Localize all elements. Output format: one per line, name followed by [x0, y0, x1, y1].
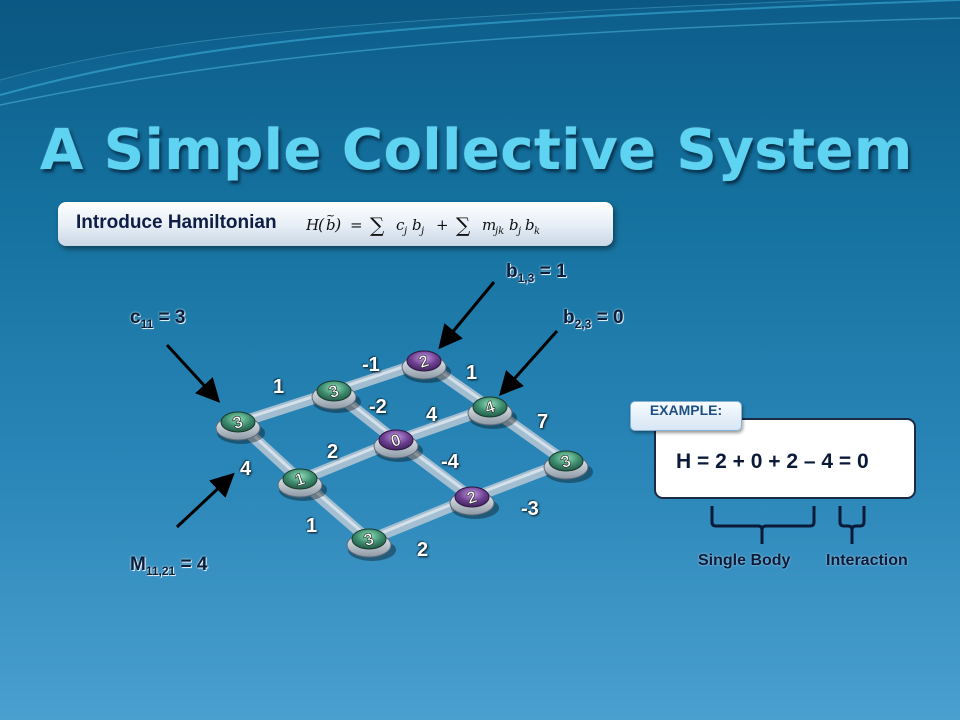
hamiltonian-formula: H ( b ~ ) = ∑ c j b j + ∑ m jk b j b k	[306, 209, 540, 237]
edge-weight-r2c3-r3c3: 7	[537, 411, 549, 433]
hamiltonian-label: Introduce Hamiltonian	[76, 212, 277, 233]
node-r1c1: 3	[215, 411, 265, 444]
arrow-c11	[165, 343, 221, 403]
edge-weight-r1c1-r2c1: 4	[240, 458, 252, 480]
annotation-c11: c11 = 3	[130, 307, 186, 331]
svg-text:j: j	[402, 226, 407, 237]
annotation-m1121: M11,21 = 4	[130, 554, 208, 578]
svg-text:): )	[334, 215, 341, 234]
annotation-b13: b1,3 = 1	[506, 261, 567, 285]
arrow-b23	[499, 330, 559, 396]
svg-text:~: ~	[326, 209, 335, 222]
wave-decoration	[0, 0, 960, 106]
svg-text:∑: ∑	[370, 213, 385, 237]
arrow-m1121	[175, 472, 235, 529]
slide-title: A Simple Collective System	[40, 118, 913, 183]
svg-text:j: j	[516, 226, 521, 237]
svg-text:(: (	[318, 215, 325, 234]
hamiltonian-box: Introduce Hamiltonian H ( b ~ ) = ∑ c j …	[58, 202, 613, 246]
svg-text:=: =	[350, 216, 363, 234]
edge-weight-r2c1-r2c2: 2	[327, 441, 339, 463]
svg-text:c: c	[396, 216, 405, 234]
svg-text:b: b	[525, 216, 535, 234]
node-r1c3: 2	[401, 350, 451, 383]
interaction-label: Interaction	[826, 552, 908, 569]
single-body-label: Single Body	[698, 552, 791, 569]
node-r3c1: 3	[346, 528, 396, 561]
edge-weight-r1c2-r2c2: -2	[369, 396, 387, 418]
edge-weight-r3c2-r3c3: -3	[521, 498, 539, 520]
svg-text:k: k	[534, 226, 540, 237]
edge-weight-r2c1-r3c1: 1	[306, 515, 318, 537]
example-equation: H = 2 + 0 + 2 – 4 = 0	[676, 450, 869, 473]
arrow-b13	[438, 281, 496, 350]
node-r3c2: 2	[449, 486, 499, 519]
edge-weight-r2c2-r3c2: -4	[441, 451, 459, 473]
edge-weight-r3c1-r3c2: 2	[417, 539, 429, 561]
edge-weight-r2c2-r2c3: 4	[426, 404, 438, 426]
svg-text:+: +	[436, 216, 449, 234]
svg-text:j: j	[419, 226, 424, 237]
svg-text:jk: jk	[493, 226, 504, 237]
node-r2c3: 4	[467, 396, 517, 429]
edge-weight-r1c3-r2c3: 1	[466, 362, 478, 384]
node-r2c1: 1	[277, 468, 327, 501]
edge-weight-r1c2-r1c3: -1	[362, 354, 380, 376]
svg-text:H: H	[306, 216, 320, 234]
example-tag: EXAMPLE:	[630, 401, 742, 431]
svg-text:b: b	[509, 216, 519, 234]
annotation-b23: b2,3 = 0	[563, 307, 624, 331]
node-r3c3: 3	[543, 450, 593, 483]
svg-text:b: b	[412, 216, 422, 234]
svg-text:∑: ∑	[456, 213, 471, 237]
example-box: H = 2 + 0 + 2 – 4 = 0	[654, 418, 916, 499]
node-r1c2: 3	[311, 380, 361, 413]
node-r2c2: 0	[373, 429, 423, 462]
edge-weight-r1c1-r1c2: 1	[273, 376, 285, 398]
svg-text:m: m	[482, 216, 496, 234]
svg-text:b: b	[326, 216, 336, 234]
